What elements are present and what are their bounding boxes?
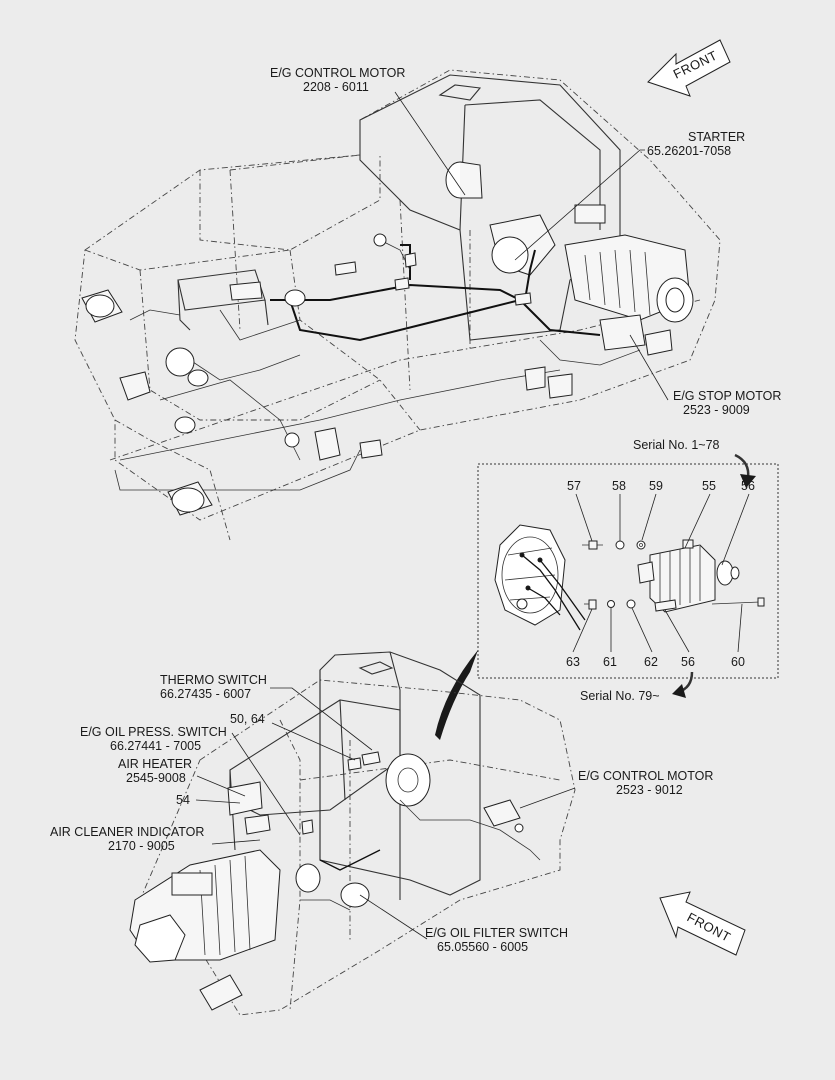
top-small-parts bbox=[81, 233, 573, 516]
part-62: 62 bbox=[644, 655, 658, 669]
inset-small-parts bbox=[582, 540, 765, 610]
starter-code: 65.26201-7058 bbox=[647, 144, 731, 158]
serial-no-1-78: Serial No. 1~78 bbox=[633, 438, 720, 452]
part-63: 63 bbox=[566, 655, 580, 669]
air-cleaner-indicator-label: AIR CLEANER INDICATOR bbox=[50, 825, 204, 839]
thermo-switch-label: THERMO SWITCH bbox=[160, 673, 267, 687]
eg-oil-filter-switch-label: E/G OIL FILTER SWITCH bbox=[425, 926, 568, 940]
air-heater-label: AIR HEATER bbox=[118, 757, 192, 771]
serial-top-arrowhead bbox=[740, 474, 756, 488]
bottom-small-parts bbox=[199, 751, 541, 1011]
part-56-bottom: 56 bbox=[681, 655, 695, 669]
callout-leaders bbox=[195, 91, 669, 940]
bottom-machine-frame bbox=[139, 651, 576, 1016]
alternator-side-view bbox=[637, 539, 740, 613]
ref-50-64: 50, 64 bbox=[230, 712, 265, 726]
eg-stop-motor-code: 2523 - 9009 bbox=[683, 403, 750, 417]
eg-oil-filter-switch-code: 65.05560 - 6005 bbox=[437, 940, 528, 954]
starter-motor-bottom bbox=[129, 849, 281, 963]
part-55: 55 bbox=[702, 479, 716, 493]
eg-control-motor-bottom-label: E/G CONTROL MOTOR bbox=[578, 769, 713, 783]
part-57: 57 bbox=[567, 479, 581, 493]
eg-oil-press-switch-label: E/G OIL PRESS. SWITCH bbox=[80, 725, 227, 739]
top-machine-frame bbox=[74, 69, 721, 541]
eg-control-motor-top-label: E/G CONTROL MOTOR bbox=[270, 66, 405, 80]
front-arrow-top: FRONT bbox=[647, 39, 731, 97]
front-arrow-bottom: FRONT bbox=[659, 891, 746, 956]
air-cleaner-indicator-code: 2170 - 9005 bbox=[108, 839, 175, 853]
eg-oil-press-switch-code: 66.27441 - 7005 bbox=[110, 739, 201, 753]
eg-control-motor-top-code: 2208 - 6011 bbox=[303, 80, 369, 94]
inset-leaders bbox=[572, 493, 750, 653]
part-58: 58 bbox=[612, 479, 626, 493]
part-59: 59 bbox=[649, 479, 663, 493]
alternator-front-view bbox=[494, 524, 586, 631]
thermo-switch-code: 66.27435 - 6007 bbox=[160, 687, 251, 701]
eg-stop-motor-label: E/G STOP MOTOR bbox=[673, 389, 781, 403]
part-61: 61 bbox=[603, 655, 617, 669]
serial-bottom-arrowhead bbox=[672, 684, 686, 698]
part-60: 60 bbox=[731, 655, 745, 669]
part-56-top: 56 bbox=[741, 479, 755, 493]
callout-labels: E/G CONTROL MOTOR 2208 - 6011 STARTER 65… bbox=[50, 66, 781, 954]
starter-label: STARTER bbox=[688, 130, 745, 144]
serial-no-79: Serial No. 79~ bbox=[580, 689, 660, 703]
starter-motor-top bbox=[564, 204, 694, 356]
ref-54: 54 bbox=[176, 793, 190, 807]
alternator-inset: Serial No. 1~78 Serial No. 79~ 57 58 59 … bbox=[477, 438, 779, 703]
air-heater-code: 2545-9008 bbox=[126, 771, 186, 785]
inset-pointer bbox=[435, 650, 478, 740]
eg-control-motor-bottom-code: 2523 - 9012 bbox=[616, 783, 683, 797]
control-motor-top bbox=[445, 161, 556, 276]
